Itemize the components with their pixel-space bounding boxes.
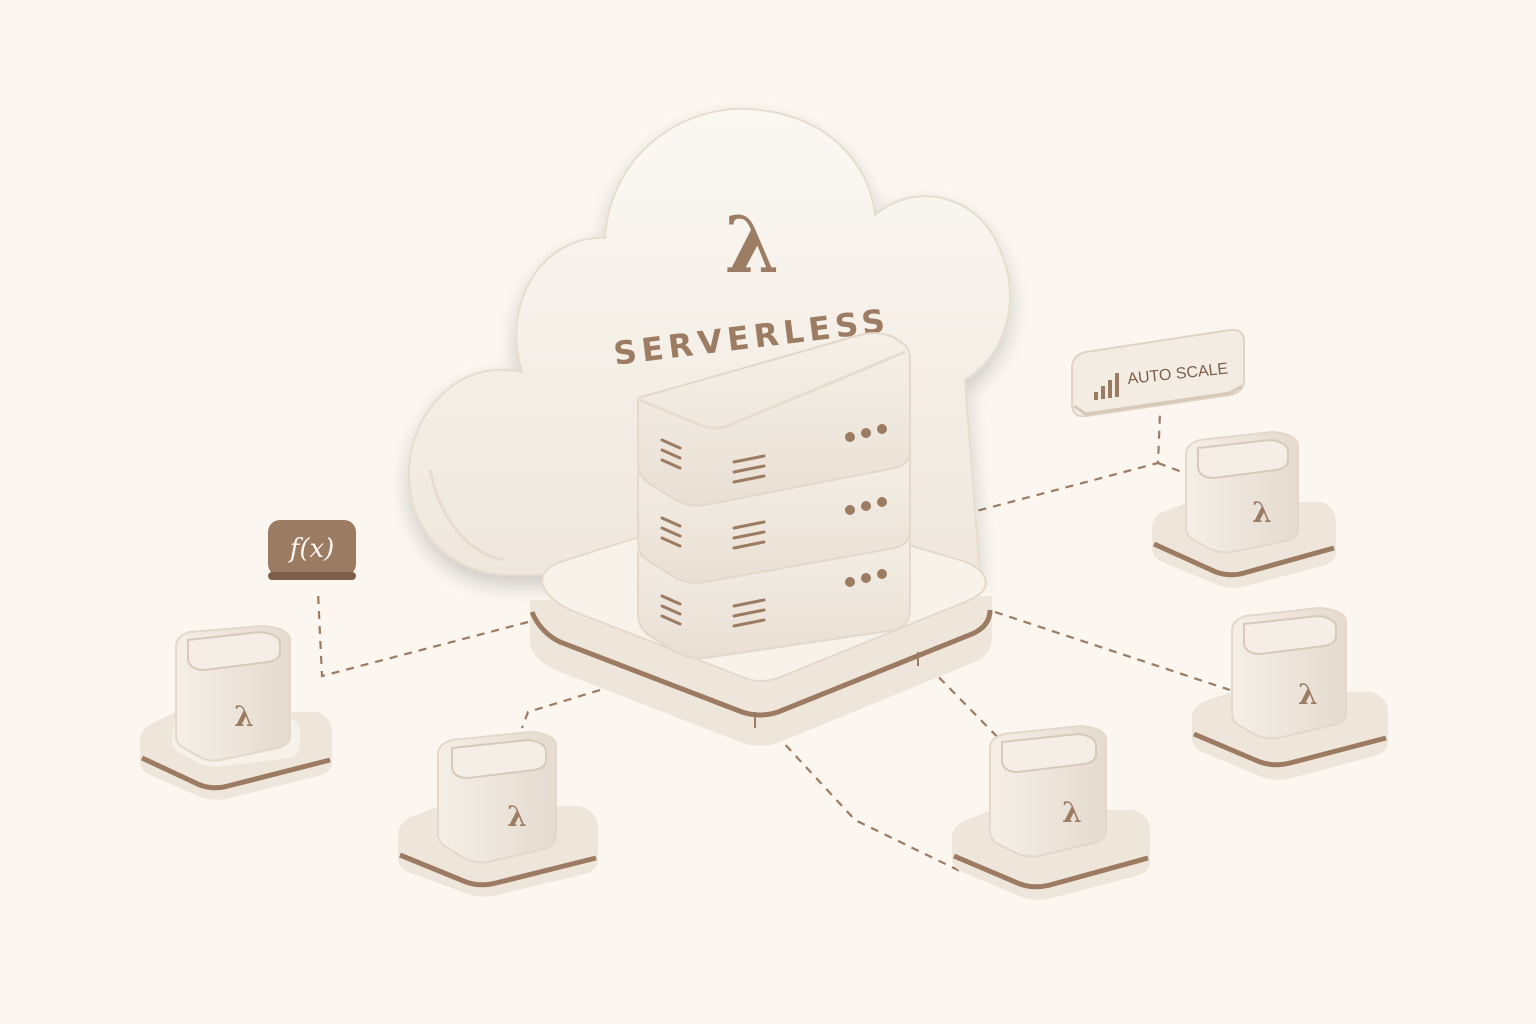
function-badge-label: f(x): [288, 534, 335, 564]
function-badge: f(x): [268, 520, 356, 580]
server-vents: [660, 438, 766, 628]
function-node-bottom: λ: [952, 724, 1150, 900]
function-node-mid-right: λ: [1192, 606, 1388, 780]
connector-mid-right-node: [994, 610, 1231, 692]
function-node-mid-right-symbol: λ: [1298, 678, 1318, 711]
function-node-lower-left-symbol: λ: [507, 800, 527, 833]
function-node-bottom-symbol: λ: [1062, 796, 1082, 829]
server-unit-1: [637, 332, 911, 507]
function-node-lower-left: λ: [398, 730, 598, 897]
autoscale-badge: AUTO SCALE: [1071, 328, 1245, 418]
bar-chart-icon: [1094, 373, 1119, 400]
function-node-top-right-symbol: λ: [1252, 496, 1272, 529]
connector-left-node: [520, 688, 601, 729]
connector-fx-node: [316, 591, 529, 678]
connector-bottom-node: [754, 711, 963, 873]
server-status-leds: [845, 424, 887, 587]
cloud-lambda-symbol: λ: [725, 200, 780, 291]
function-node-top-right: λ: [1152, 430, 1336, 588]
function-node-left: λ: [140, 624, 332, 800]
server-stack: [637, 332, 911, 660]
function-node-left-symbol: λ: [234, 700, 254, 733]
